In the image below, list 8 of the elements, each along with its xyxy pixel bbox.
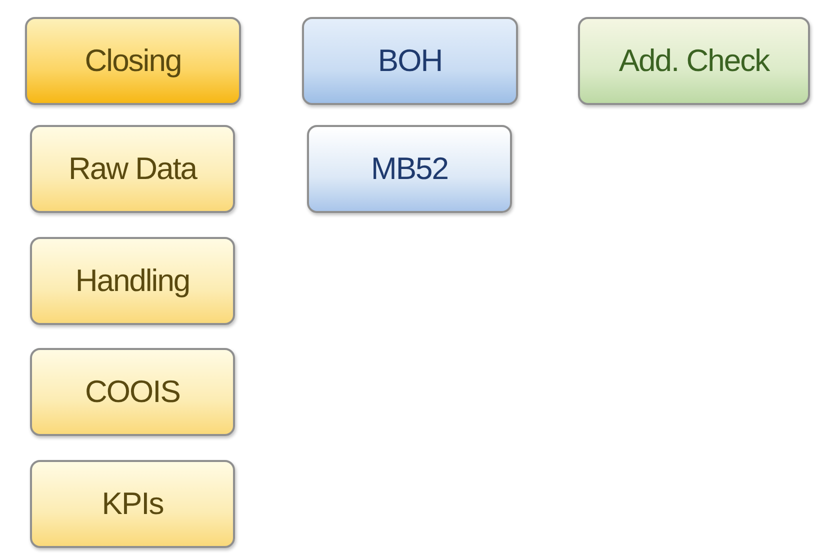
menu-button: Add. Check [578, 17, 810, 105]
menu-button: MB52 [307, 125, 512, 213]
menu-button: KPIs [30, 460, 235, 548]
menu-button: Closing [25, 17, 241, 105]
menu-button: Handling [30, 237, 235, 325]
menu-button: COOIS [30, 348, 235, 436]
menu-button: Raw Data [30, 125, 235, 213]
menu-button: BOH [302, 17, 518, 105]
